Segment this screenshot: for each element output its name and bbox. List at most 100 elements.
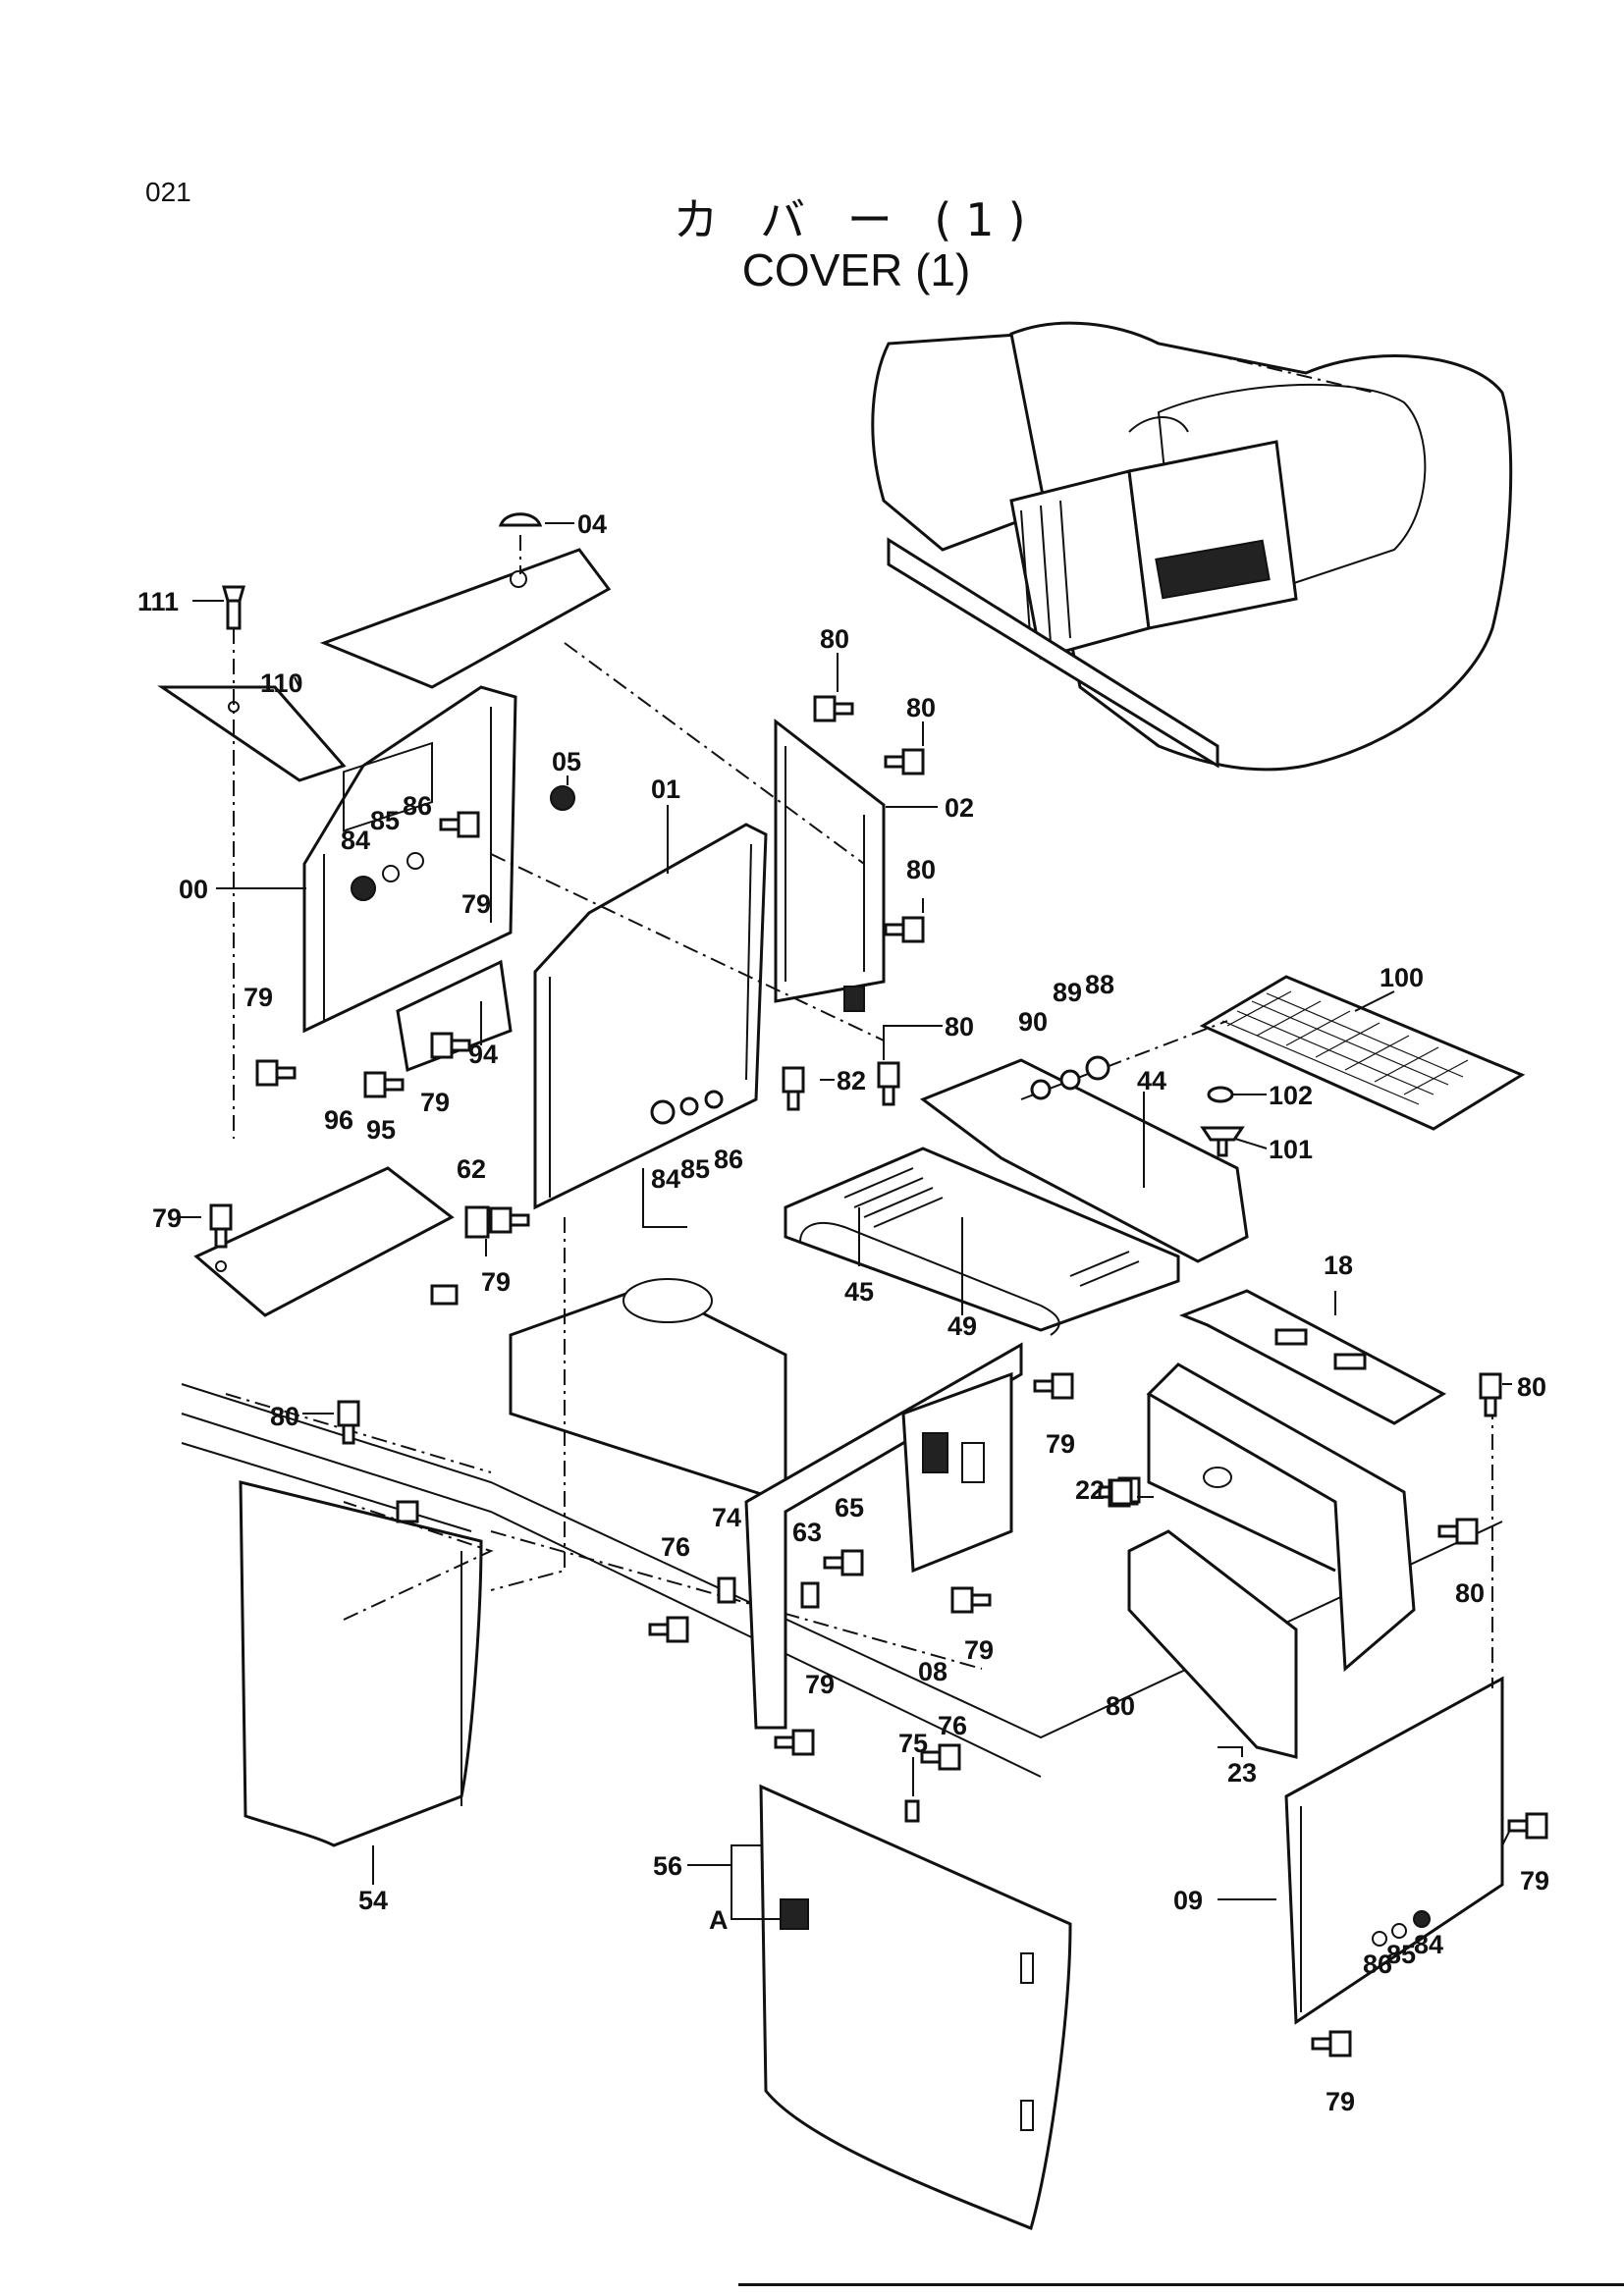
bolt-icon (648, 1616, 689, 1643)
leader-lines (177, 522, 1512, 1920)
callout-96: 96 (324, 1105, 353, 1135)
callout-18: 18 (1324, 1251, 1353, 1280)
plate-110 (157, 585, 347, 1139)
bolt-icon (823, 1549, 864, 1576)
callout-84: 84 (341, 826, 370, 855)
callout-75: 75 (898, 1729, 928, 1758)
callout-79: 79 (1520, 1866, 1549, 1896)
callout-86: 86 (1363, 1949, 1392, 1979)
callout-80: 80 (1106, 1691, 1135, 1721)
center-lines (343, 642, 1513, 1846)
bolt-icon (813, 695, 854, 722)
callout-86: 86 (714, 1145, 743, 1174)
bolt-icon (774, 1729, 815, 1756)
callout-80: 80 (906, 693, 936, 722)
bolt-icon (920, 1743, 961, 1771)
bolt-icon (877, 1061, 900, 1106)
callout-09: 09 (1173, 1886, 1203, 1915)
nut-icon (1030, 1079, 1052, 1100)
nut-icon (704, 1090, 724, 1109)
callout-labels: 04 111 110 80 80 02 05 01 86 85 84 00 79… (137, 509, 1549, 2116)
callout-44: 44 (1137, 1066, 1166, 1095)
callout-79: 79 (481, 1267, 511, 1297)
callout-76: 76 (938, 1711, 967, 1740)
bolt-icon (255, 1059, 297, 1087)
bolt-icon (782, 1066, 805, 1111)
callout-74: 74 (712, 1503, 741, 1532)
grille-100 (1199, 975, 1526, 1131)
callout-49: 49 (947, 1311, 977, 1341)
nut-icon (1207, 1086, 1234, 1103)
nut-icon (650, 1099, 676, 1125)
callout-80: 80 (820, 624, 849, 654)
bolt-icon (209, 1203, 233, 1249)
callout-A: A (709, 1905, 729, 1935)
title-japanese: カ バ ー (1) (673, 193, 1040, 246)
callout-22: 22 (1075, 1475, 1105, 1505)
bolt-icon (489, 1206, 530, 1234)
door-56 (759, 1784, 1072, 2231)
callout-63: 63 (792, 1518, 822, 1547)
callout-62: 62 (457, 1154, 486, 1184)
callout-02: 02 (945, 793, 974, 823)
bolt-icon (430, 1032, 471, 1059)
callout-05: 05 (552, 747, 581, 776)
callout-79: 79 (805, 1670, 835, 1699)
callout-56: 56 (653, 1851, 682, 1881)
panel-02 (774, 718, 886, 1012)
nut-icon (679, 1096, 699, 1116)
callout-79: 79 (244, 983, 273, 1012)
panel-01 (533, 823, 768, 1210)
bolt-icon (1479, 1372, 1502, 1417)
callout-79: 79 (964, 1635, 994, 1665)
bolt-icons (209, 695, 1548, 2057)
callout-111: 111 (137, 587, 179, 616)
callout-89: 89 (1053, 978, 1082, 1007)
callout-85: 85 (370, 806, 400, 835)
bolt-icon (337, 1400, 360, 1445)
callout-95: 95 (366, 1115, 396, 1145)
bolt-icon (1033, 1372, 1074, 1400)
door-54 (239, 1480, 483, 1847)
clip-icon (464, 1205, 490, 1239)
bolt-icon (950, 1586, 992, 1614)
callout-84: 84 (651, 1164, 680, 1194)
bracket-frame-08 (744, 1342, 1023, 1730)
callout-85: 85 (1386, 1940, 1416, 1969)
callout-82: 82 (837, 1066, 866, 1095)
panel-22 (1146, 1362, 1416, 1673)
callout-08: 08 (918, 1657, 947, 1686)
callout-101: 101 (1269, 1135, 1313, 1164)
bolt-icon (884, 748, 925, 775)
callout-88: 88 (1085, 970, 1114, 999)
callout-79: 79 (1046, 1429, 1075, 1459)
bolt-icon (363, 1071, 405, 1098)
bolt-icon (1437, 1518, 1479, 1545)
bolt-icon (884, 916, 925, 943)
nut-icon (1085, 1055, 1110, 1081)
plate-44 (919, 1058, 1249, 1263)
bolt-icon (1311, 2030, 1352, 2057)
bolt-icon (1110, 1478, 1133, 1506)
clip-icon (800, 1581, 820, 1609)
callout-04: 04 (577, 509, 607, 539)
bolt-icon (439, 811, 480, 838)
side-panel-00 (302, 685, 517, 1073)
plate-45 (784, 1147, 1180, 1336)
wing-nut-icon (1200, 1126, 1245, 1157)
callout-23: 23 (1227, 1758, 1257, 1788)
nut-icon (1059, 1069, 1081, 1091)
callout-00: 00 (179, 875, 208, 904)
callout-79: 79 (461, 889, 491, 919)
page-number: 021 (145, 177, 191, 207)
title-english: COVER (1) (741, 244, 971, 295)
callout-84: 84 (1414, 1930, 1443, 1959)
callout-54: 54 (358, 1886, 388, 1915)
bolt-icon (1507, 1812, 1548, 1840)
panel-09 (1284, 1676, 1504, 2025)
main-frame (181, 1278, 1503, 1778)
callout-76: 76 (661, 1532, 690, 1562)
callout-86: 86 (403, 791, 432, 821)
callout-80: 80 (906, 855, 936, 884)
